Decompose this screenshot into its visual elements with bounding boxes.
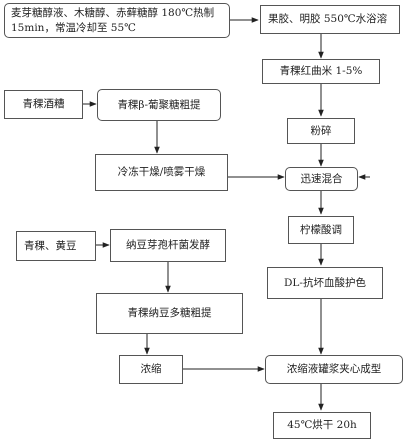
node-label: 柠檬酸调 <box>300 223 342 236</box>
node-barley-distillers-grains: 青稞酒糟 <box>4 90 83 119</box>
node-natto-bacillus-fermentation: 纳豆芽孢杆菌发酵 <box>110 229 226 262</box>
node-dl-ascorbic-color-protection: DL-抗坏血酸护色 <box>267 267 383 299</box>
node-freeze-spray-drying: 冷冻干燥/喷雾干燥 <box>95 154 228 191</box>
node-label: 冷冻干燥/喷雾干燥 <box>117 166 206 178</box>
node-label: 浓缩液罐浆夹心成型 <box>286 363 382 375</box>
node-natto-polysaccharide-extraction: 青稞纳豆多糖粗提 <box>96 293 243 334</box>
node-filling-molding: 浓缩液罐浆夹心成型 <box>265 355 403 384</box>
node-concentration: 浓缩 <box>119 355 183 384</box>
node-label: 粉碎 <box>310 124 332 137</box>
node-crushing: 粉碎 <box>287 118 355 144</box>
node-pectin-gelatin-bath: 果胶、明胶 550℃水浴溶 <box>260 5 400 34</box>
node-label: 45℃烘干 20h <box>287 419 357 431</box>
node-label: 青稞、黄豆 <box>24 239 77 252</box>
node-label: 果胶、明胶 550℃水浴溶 <box>268 13 388 25</box>
node-barley-soybean: 青稞、黄豆 <box>16 231 96 261</box>
node-label: 青稞β-葡聚糖粗提 <box>117 98 201 111</box>
node-citric-acid-adjust: 柠檬酸调 <box>288 216 354 244</box>
node-rapid-mixing: 迅速混合 <box>285 167 358 191</box>
node-drying-45c-20h: 45℃烘干 20h <box>273 412 371 439</box>
node-label: 青稞酒糟 <box>22 98 65 110</box>
node-red-yeast-rice: 青稞红曲米 1-5% <box>262 59 380 84</box>
node-label: 纳豆芽孢杆菌发酵 <box>126 239 210 251</box>
node-label: 青稞纳豆多糖粗提 <box>127 307 212 319</box>
node-label: 浓缩 <box>140 363 162 375</box>
node-sugar-alcohol-heating: 麦芽糖醇液、木糖醇、赤藓糖醇 180℃热制 15min，常温冷却至 55℃ <box>4 3 230 38</box>
node-label: 麦芽糖醇液、木糖醇、赤藓糖醇 180℃热制 15min，常温冷却至 55℃ <box>11 6 215 34</box>
node-label: 迅速混合 <box>300 172 343 185</box>
node-beta-glucan-extraction: 青稞β-葡聚糖粗提 <box>97 89 221 121</box>
node-label: DL-抗坏血酸护色 <box>284 276 366 289</box>
node-label: 青稞红曲米 1-5% <box>279 65 363 77</box>
